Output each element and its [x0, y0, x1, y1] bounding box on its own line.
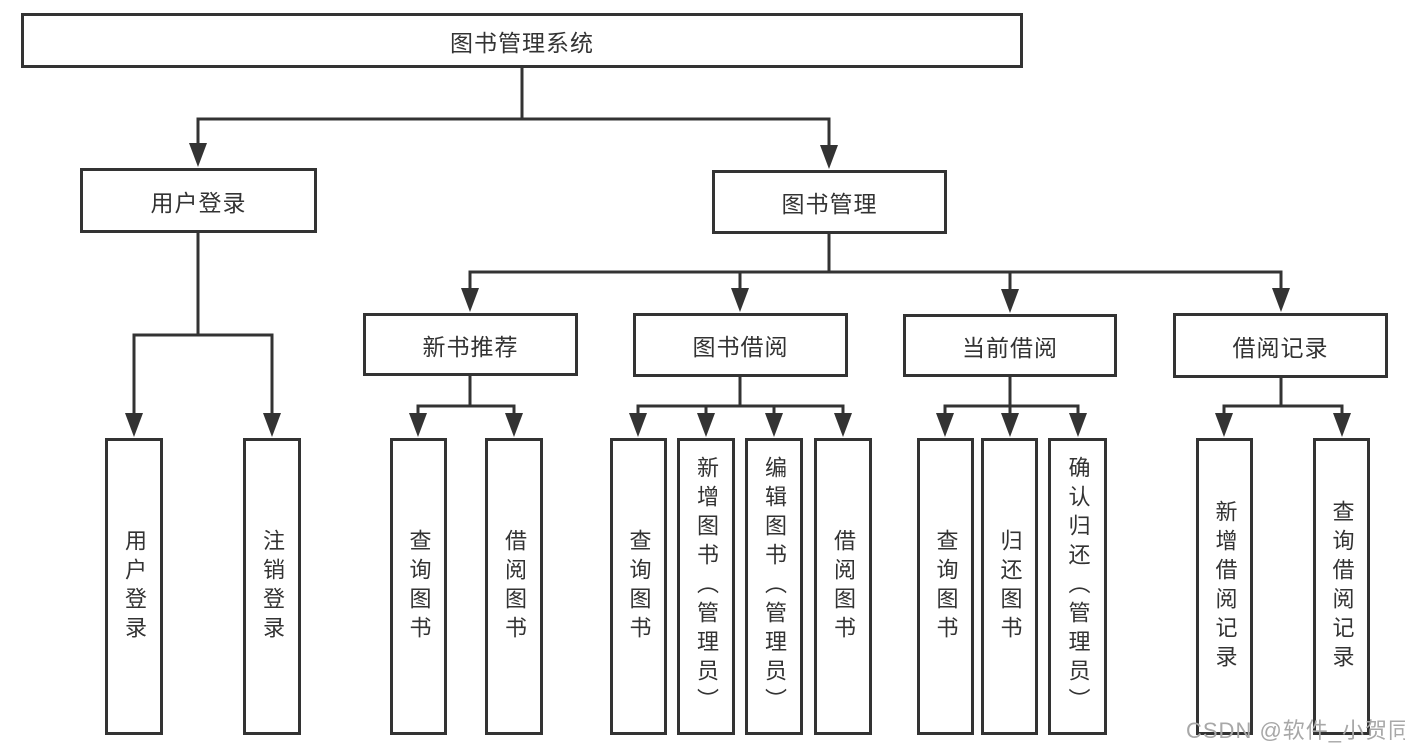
leaf-borrow-books-1: 借阅图书 [485, 438, 543, 735]
node-user-login: 用户登录 [80, 168, 317, 233]
node-borrowing-records-label: 借阅记录 [1232, 334, 1329, 361]
leaf-confirm-return-admin: 确认归还（管理员） [1048, 438, 1107, 735]
watermark: CSDN @软件_小贺同学 [1186, 718, 1405, 743]
leaf-query-books-2-label: 查询图书 [626, 528, 652, 645]
leaf-logout-label: 注销登录 [260, 528, 285, 645]
leaf-user-login-label: 用户登录 [122, 528, 147, 645]
leaf-borrow-books-1-label: 借阅图书 [502, 528, 527, 645]
leaf-query-borrow-record: 查询借阅记录 [1313, 438, 1370, 735]
leaf-confirm-return-admin-label: 确认归还（管理员） [1065, 456, 1091, 717]
node-book-borrowing-label: 图书借阅 [692, 334, 789, 360]
leaf-edit-book-admin: 编辑图书（管理员） [745, 438, 803, 735]
node-current-borrowing: 当前借阅 [903, 314, 1117, 377]
leaf-borrow-books-2-label: 借阅图书 [831, 528, 856, 645]
node-new-book-recommend: 新书推荐 [363, 313, 578, 376]
node-current-borrowing-label: 当前借阅 [962, 334, 1058, 361]
node-user-login-label: 用户登录 [150, 189, 247, 216]
leaf-add-borrow-record: 新增借阅记录 [1196, 438, 1253, 735]
leaf-return-books: 归还图书 [981, 438, 1038, 735]
node-borrowing-records: 借阅记录 [1173, 313, 1388, 378]
leaf-query-borrow-record-label: 查询借阅记录 [1329, 499, 1355, 674]
leaf-borrow-books-2: 借阅图书 [814, 438, 872, 735]
node-root: 图书管理系统 [21, 13, 1023, 68]
leaf-query-books-1-label: 查询图书 [406, 528, 432, 645]
leaf-add-borrow-record-label: 新增借阅记录 [1212, 499, 1238, 674]
leaf-user-login: 用户登录 [105, 438, 163, 735]
arrow-heads [125, 143, 1351, 437]
leaf-edit-book-admin-label: 编辑图书（管理员） [762, 456, 787, 717]
leaf-add-book-admin-label: 新增图书（管理员） [694, 456, 719, 717]
leaf-query-books-3-label: 查询图书 [933, 528, 959, 645]
leaf-logout: 注销登录 [243, 438, 301, 735]
leaf-return-books-label: 归还图书 [997, 528, 1023, 645]
leaf-add-book-admin: 新增图书（管理员） [677, 438, 735, 735]
leaf-query-books-2: 查询图书 [610, 438, 667, 735]
node-book-borrowing: 图书借阅 [633, 313, 848, 377]
node-new-book-recommend-label: 新书推荐 [422, 333, 519, 360]
node-book-management-label: 图书管理 [781, 191, 878, 217]
node-book-management: 图书管理 [712, 170, 947, 234]
leaf-query-books-1: 查询图书 [390, 438, 447, 735]
leaf-query-books-3: 查询图书 [917, 438, 974, 735]
node-root-label: 图书管理系统 [450, 29, 594, 56]
